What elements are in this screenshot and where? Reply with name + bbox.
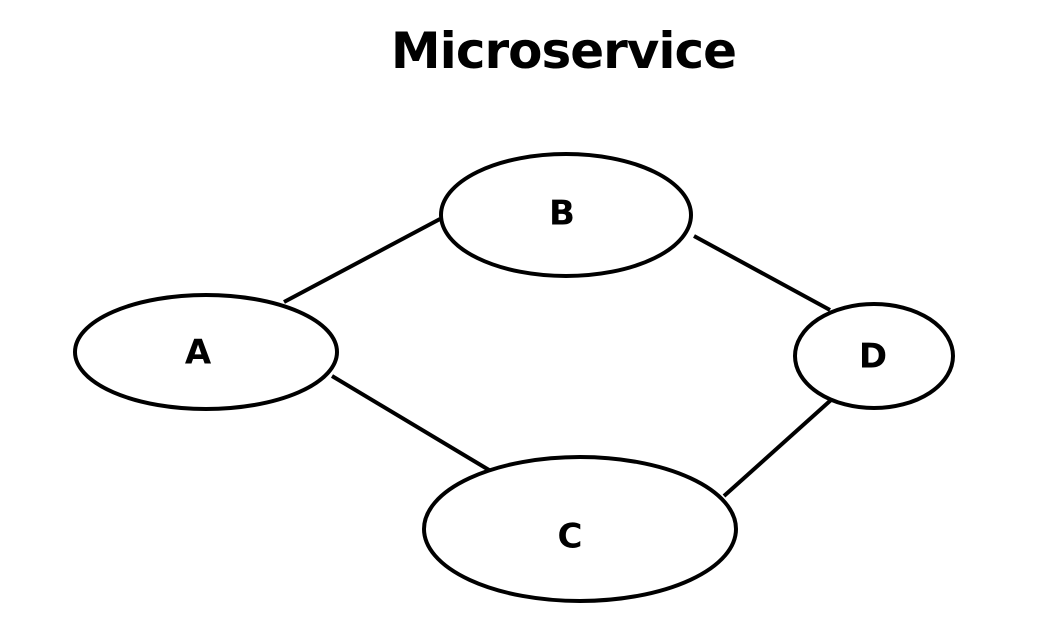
node-d-shape: [793, 302, 955, 410]
diagram-title: Microservice: [390, 22, 737, 80]
edge-a-c: [330, 374, 491, 472]
edge-b-d: [693, 234, 831, 312]
node-b: B: [439, 152, 693, 278]
node-d-label: D: [859, 337, 887, 377]
node-c: C: [422, 455, 738, 603]
node-a-shape: [73, 293, 339, 411]
node-d: D: [793, 302, 955, 410]
node-b-shape: [439, 152, 693, 278]
edge-a-b: [283, 217, 441, 304]
node-a: A: [73, 293, 339, 411]
node-c-shape: [422, 455, 738, 603]
node-b-label: B: [549, 194, 575, 234]
node-c-label: C: [558, 517, 583, 557]
edge-c-d: [722, 398, 833, 498]
node-a-label: A: [185, 333, 212, 373]
